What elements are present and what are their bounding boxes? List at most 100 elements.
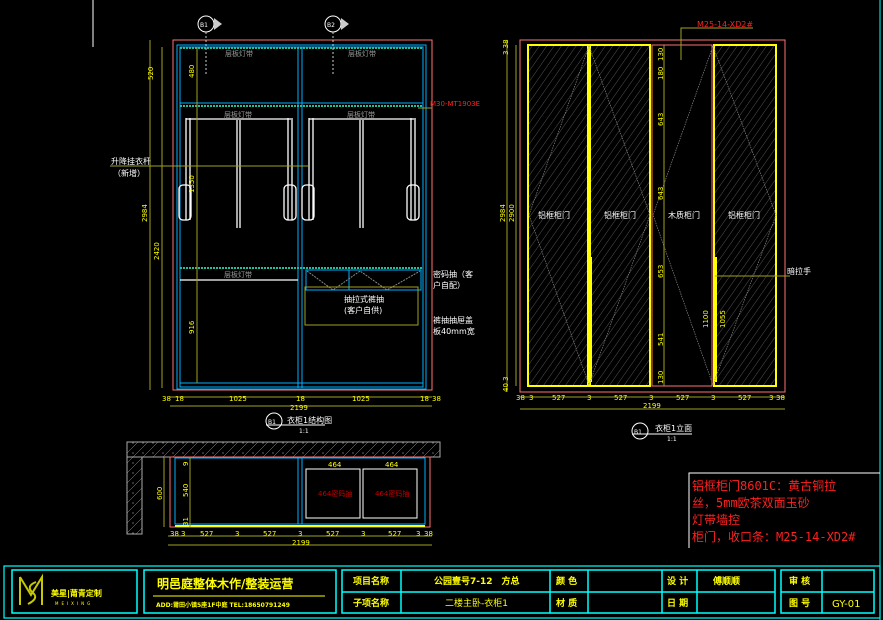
drawing-label: 傅顺顺: [712, 575, 740, 587]
drawing-label: 柜门，收口条：M25-14-XD2#: [692, 529, 856, 544]
drawing-line: [19, 573, 43, 605]
drawing-line: [149, 40, 432, 407]
drawing-label: B1: [634, 429, 642, 436]
drawing-label: 464密码抽: [318, 489, 352, 498]
drawing-label: 464密码抽: [375, 489, 409, 498]
drawing-label: 层板灯带: [224, 270, 252, 279]
drawing-line: [163, 457, 432, 546]
drawing-line: [176, 44, 427, 390]
drawing-label: 铝框柜门: [538, 210, 570, 220]
drawing-label: 丝，5mm欧茶双面玉砂: [692, 495, 810, 510]
drawing-label: 3: [587, 394, 591, 402]
drawing-label: 2984: [141, 204, 149, 222]
title-block: [11, 569, 875, 614]
drawing-label: 1025: [352, 395, 370, 403]
drawing-label: 130: [657, 371, 665, 384]
drawing-label: 1:1: [667, 436, 677, 443]
drawing-line: [304, 286, 419, 326]
drawing-label: 铝框柜门: [728, 210, 760, 220]
drawing-label: (客户自供): [344, 305, 382, 315]
door-aluminum-2: [589, 44, 651, 387]
door-aluminum-3: [713, 44, 777, 387]
drawing-line: [301, 184, 315, 221]
drawing-label: 38: [776, 394, 785, 402]
structure-elevation: B1 B2 层板灯带 层板灯带 层板灯带 层板灯带 层板灯带 升降挂衣杆 （新增…: [110, 15, 480, 435]
drawing-label: 3: [416, 530, 420, 538]
drawing-label: 2199: [292, 539, 310, 547]
drawing-label: B1: [200, 22, 208, 29]
drawing-label: 916: [188, 320, 196, 334]
drawing-line: [631, 422, 649, 440]
drawing-label: B2: [327, 22, 335, 29]
drawing-label: 180: [657, 67, 665, 80]
drawing-label: 527: [200, 530, 213, 538]
drawing-label: 板40mm宽: [433, 326, 475, 336]
drawing-line: [126, 441, 441, 458]
drawing-line: [362, 468, 418, 519]
drawing-label: 2199: [290, 404, 308, 412]
drawing-line: [519, 39, 786, 393]
drawing-label: 日 期: [667, 597, 688, 609]
drawing-label: 暗拉手: [787, 266, 811, 276]
drawing-label: 衣柜1立面: [655, 423, 692, 433]
drawing-label: 颜 色: [556, 575, 577, 587]
section-marker-b1: B1: [197, 15, 222, 75]
drawing-label: 527: [388, 530, 401, 538]
drawing-label: 38: [170, 530, 179, 538]
drawing-label: 1055: [719, 310, 727, 328]
drawing-label: 3: [529, 394, 533, 402]
drawing-label: 464: [385, 461, 399, 469]
drawing-label: 3: [298, 530, 302, 538]
drawing-label: 527: [326, 530, 339, 538]
company-address: ADD:莆田小镇5座1F中庭 TEL:18650791249: [156, 601, 290, 609]
drawing-line: [587, 257, 592, 382]
drawing-label: 3: [711, 394, 715, 402]
drawing-label: 38: [432, 395, 441, 403]
drawing-label: 层板灯带: [225, 49, 253, 58]
drawing-label: 600: [156, 487, 164, 500]
drawing-line: [528, 45, 777, 386]
drawing-line: [126, 456, 143, 535]
drawing-label: 1:1: [299, 428, 309, 435]
drawing-label: 户自配）: [433, 280, 465, 290]
drawing-line: [305, 269, 422, 291]
drawing-label: 3 38: [502, 39, 510, 55]
drawing-label: 美星|莆青定制: [51, 588, 102, 598]
drawing-label: 3: [235, 530, 239, 538]
drawing-line: [688, 472, 880, 548]
drawing-label: 527: [552, 394, 565, 402]
drawing-label: 527: [614, 394, 627, 402]
front-elevation: 铝框柜门 铝框柜门 木质柜门 铝框柜门 M25-14-XD2# 暗拉手 3 38…: [499, 20, 811, 443]
drawing-label: 1100: [702, 310, 710, 328]
drawing-label: B1: [268, 419, 276, 426]
drawing-label: 40 3: [502, 376, 510, 392]
drawing-line: [178, 184, 192, 221]
drawing-label: 抽拉式裤抽: [344, 294, 384, 304]
drawing-label: 540: [182, 484, 190, 497]
drawing-label: 38: [516, 394, 525, 402]
drawing-label: 38: [424, 530, 433, 538]
drawing-label: 设 计: [667, 575, 688, 587]
drawing-line: [306, 270, 421, 291]
drawing-label: 层板灯带: [224, 110, 252, 119]
drawing-label: M25-14-XD2#: [697, 20, 753, 29]
drawing-label: 464: [328, 461, 342, 469]
drawing-label: 643: [657, 187, 665, 200]
drawing-label: 18: [296, 395, 305, 403]
drawing-line: [172, 39, 433, 391]
drawing-line: [406, 184, 420, 221]
drawing-label: MEIXING: [55, 601, 93, 606]
company-name: 明邑庭整体木作/整装运营: [157, 576, 293, 591]
drawing-line: [341, 18, 349, 30]
drawing-label: 9: [182, 462, 190, 466]
drawing-label: 衣柜1结构图: [287, 415, 332, 425]
drawing-line: [265, 412, 283, 430]
drawing-label: 材 质: [555, 597, 577, 609]
plan-view: 464密码抽 464密码抽 464 464 600 9 540 31 38 3 …: [126, 441, 441, 547]
drawing-label: 18: [420, 395, 429, 403]
drawing-label: GY-01: [832, 599, 861, 610]
drawing-label: 541: [657, 333, 665, 346]
drawing-label: 1025: [229, 395, 247, 403]
drawing-label: 裤抽抽屉盖: [433, 315, 473, 325]
